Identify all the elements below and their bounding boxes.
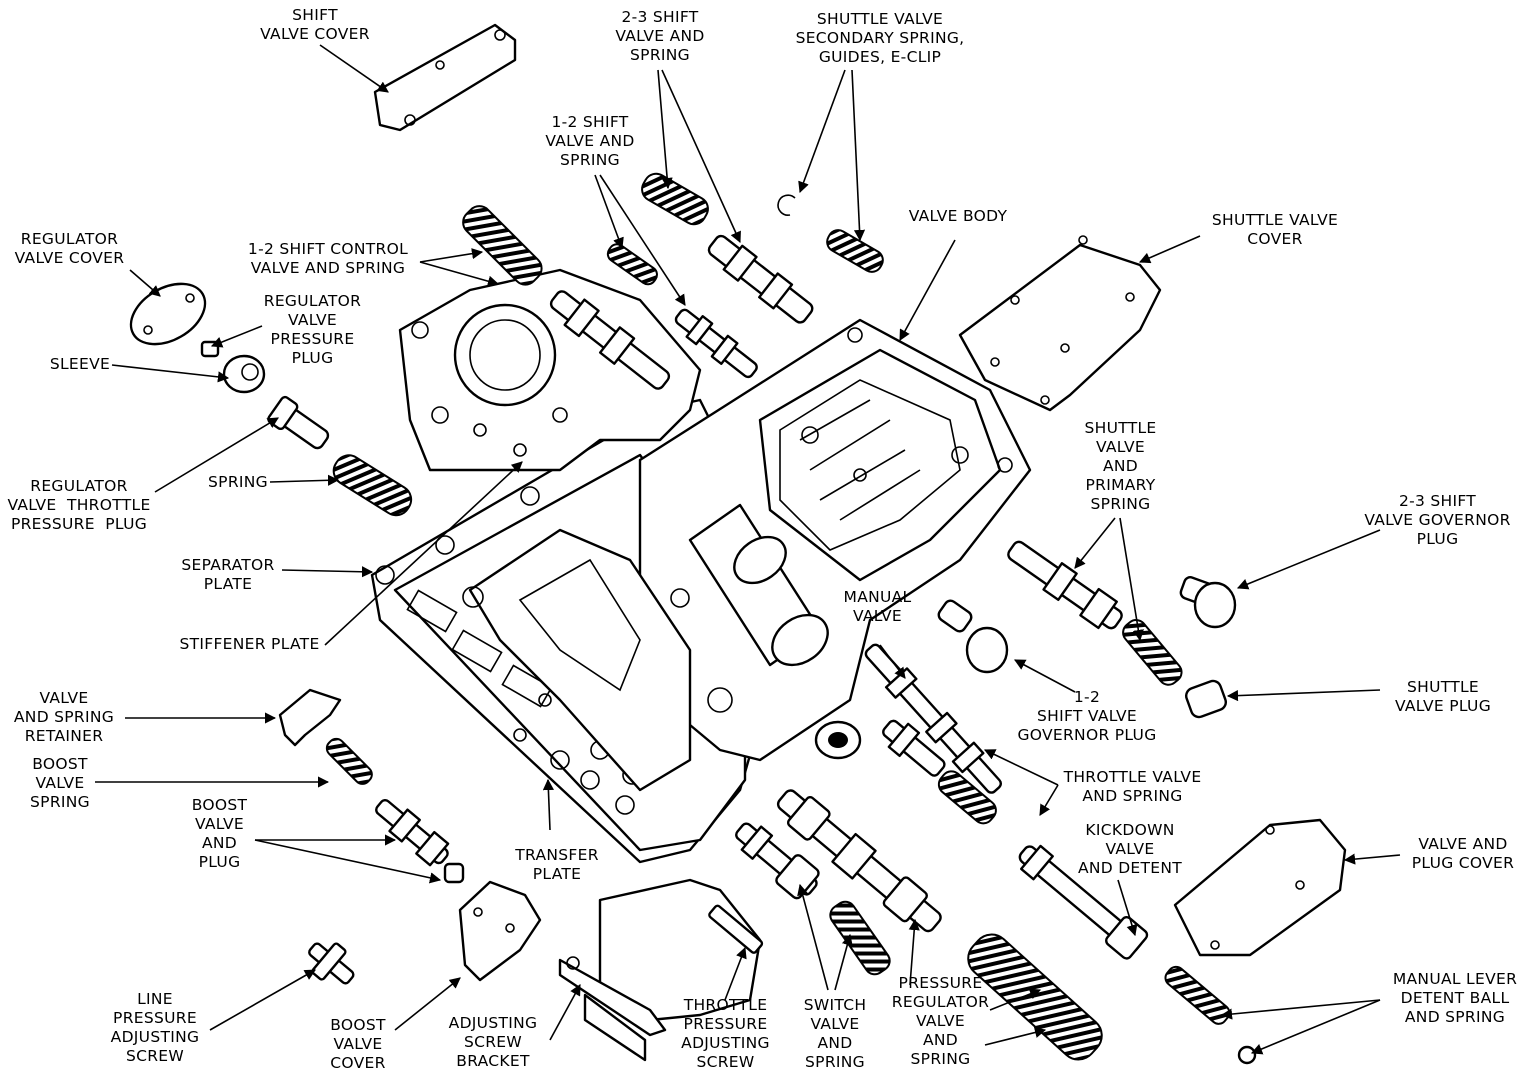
boost-valve: [375, 799, 450, 867]
shift-12-valve: [674, 308, 758, 379]
switch-spring: [829, 900, 891, 976]
label-shift-23-valve-spring: 2-3 SHIFT VALVE AND SPRING: [615, 8, 705, 64]
shuttle-valve-cover: [958, 235, 1162, 412]
pressure-regulator-valve: [776, 789, 942, 933]
label-shift-23-governor-plug: 2-3 SHIFT VALVE GOVERNOR PLUG: [1364, 492, 1511, 548]
e-clip-icon: [777, 194, 796, 216]
boost-valve-cover: [458, 880, 542, 982]
label-line-pressure-screw: LINE PRESSURE ADJUSTING SCREW: [110, 990, 200, 1065]
manual-valve: [864, 643, 1002, 794]
throttle-valve: [882, 719, 946, 777]
stiffener-plate: [398, 268, 702, 472]
label-switch-valve-spring: SWITCH VALVE AND SPRING: [803, 996, 867, 1071]
label-regulator-valve-cover: REGULATOR VALVE COVER: [14, 230, 125, 267]
leader-lines: [95, 44, 1401, 1055]
label-shuttle-valve-plug: SHUTTLE VALVE PLUG: [1394, 678, 1492, 715]
shift-valve-cover: [373, 23, 517, 132]
regulator-spring: [332, 454, 413, 517]
label-shift-control-12: 1-2 SHIFT CONTROL VALVE AND SPRING: [247, 240, 409, 277]
shift-23-valve: [707, 234, 814, 324]
label-manual-valve: MANUAL VALVE: [843, 588, 912, 625]
label-shift-12-governor-plug: 1-2 SHIFT VALVE GOVERNOR PLUG: [1017, 688, 1157, 744]
shift-12-governor-plug: [937, 599, 1009, 674]
label-spring: SPRING: [208, 473, 268, 491]
label-sleeve: SLEEVE: [49, 355, 111, 373]
label-transfer-plate: TRANSFER PLATE: [515, 846, 599, 883]
label-manual-lever-detent: MANUAL LEVER DETENT BALL AND SPRING: [1392, 970, 1518, 1026]
label-boost-valve-spring: BOOST VALVE SPRING: [30, 755, 90, 811]
boost-spring: [325, 737, 373, 785]
shift-23-spring: [641, 172, 709, 226]
shift-12-spring: [606, 243, 658, 286]
detent-spring: [1164, 965, 1231, 1025]
throttle-pressure-screw: [708, 904, 764, 954]
label-regulator-throttle-plug: REGULATOR VALVE THROTTLE PRESSURE PLUG: [7, 477, 151, 533]
label-kickdown-valve: KICKDOWN VALVE AND DETENT: [1077, 821, 1183, 877]
line-pressure-screw: [308, 942, 355, 985]
valve-spring-retainer: [278, 688, 342, 747]
boost-plug: [443, 862, 465, 884]
shuttle-primary-spring: [1122, 619, 1183, 686]
shuttle-valve: [1007, 540, 1123, 630]
shuttle-valve-plug: [1185, 679, 1227, 719]
label-pressure-regulator: PRESSURE REGULATOR VALVE AND SPRING: [891, 974, 990, 1068]
label-boost-valve-plug: BOOST VALVE AND PLUG: [191, 796, 248, 871]
label-shuttle-valve-primary: SHUTTLE VALVE AND PRIMARY SPRING: [1084, 419, 1157, 513]
label-throttle-valve-spring: THROTTLE VALVE AND SPRING: [1063, 768, 1202, 805]
label-valve-plug-cover: VALVE AND PLUG COVER: [1411, 835, 1515, 872]
label-adjusting-screw-bracket: ADJUSTING SCREW BRACKET: [448, 1014, 538, 1070]
label-separator-plate: SEPARATOR PLATE: [181, 556, 275, 593]
label-valve-spring-retainer: VALVE AND SPRING RETAINER: [13, 689, 115, 745]
regulator-throttle-plug: [267, 395, 330, 450]
switch-valve: [735, 822, 820, 900]
valve-body: [435, 318, 1032, 792]
shift-control-12-valve: [549, 290, 671, 390]
label-boost-valve-cover: BOOST VALVE COVER: [330, 1016, 386, 1072]
label-stiffener-plate: STIFFENER PLATE: [179, 635, 320, 653]
shift-control-12-spring: [462, 205, 543, 286]
label-shift-12-valve-spring: 1-2 SHIFT VALVE AND SPRING: [545, 113, 635, 169]
label-throttle-pressure-screw: THROTTLE PRESSURE ADJUSTING SCREW: [681, 996, 770, 1071]
shift-23-governor-plug: [1179, 576, 1237, 629]
throttle-spring: [937, 770, 997, 825]
label-regulator-pressure-plug: REGULATOR VALVE PRESSURE PLUG: [263, 292, 362, 367]
label-shuttle-secondary: SHUTTLE VALVE SECONDARY SPRING, GUIDES, …: [795, 10, 965, 66]
shuttle-secondary-spring: [826, 229, 884, 273]
valve-plug-cover: [1173, 818, 1347, 957]
label-valve-body: VALVE BODY: [908, 207, 1008, 225]
detent-ball: [1237, 1045, 1257, 1065]
label-shuttle-valve-cover: SHUTTLE VALVE COVER: [1211, 211, 1339, 248]
label-shift-valve-cover: SHIFT VALVE COVER: [260, 6, 370, 43]
